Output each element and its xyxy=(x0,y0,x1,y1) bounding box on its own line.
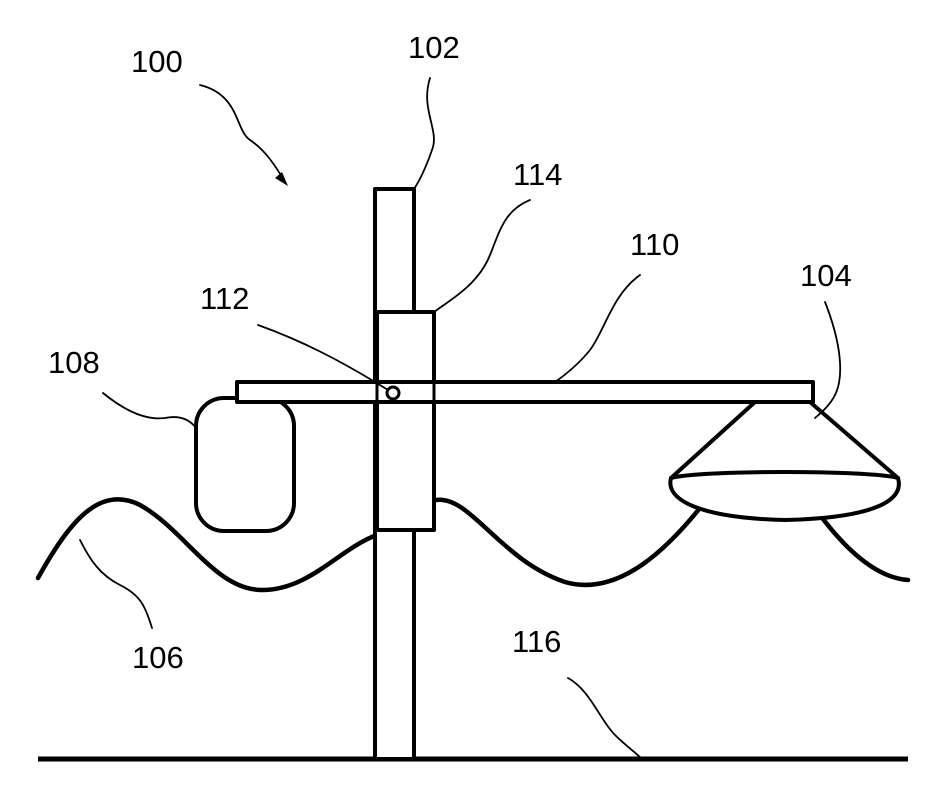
leader-108 xyxy=(103,393,196,428)
leader-102 xyxy=(414,78,434,189)
label-104: 104 xyxy=(800,258,852,293)
label-114: 114 xyxy=(513,157,562,192)
beam xyxy=(237,382,813,402)
label-100: 100 xyxy=(131,44,183,79)
label-116: 116 xyxy=(512,624,561,659)
leader-100-arrowhead xyxy=(275,172,288,186)
label-112: 112 xyxy=(200,281,249,316)
leader-104 xyxy=(815,302,840,418)
label-106: 106 xyxy=(132,640,184,675)
label-110: 110 xyxy=(630,227,679,262)
leader-106 xyxy=(80,540,152,628)
label-108: 108 xyxy=(48,345,100,380)
collar xyxy=(377,312,434,530)
leader-100 xyxy=(200,85,285,182)
label-102: 102 xyxy=(408,30,460,65)
counterweight xyxy=(196,398,294,531)
leader-116 xyxy=(568,678,642,759)
pivot xyxy=(387,387,399,399)
leader-110 xyxy=(555,275,640,382)
float-device xyxy=(670,402,899,520)
leader-114 xyxy=(434,200,530,312)
